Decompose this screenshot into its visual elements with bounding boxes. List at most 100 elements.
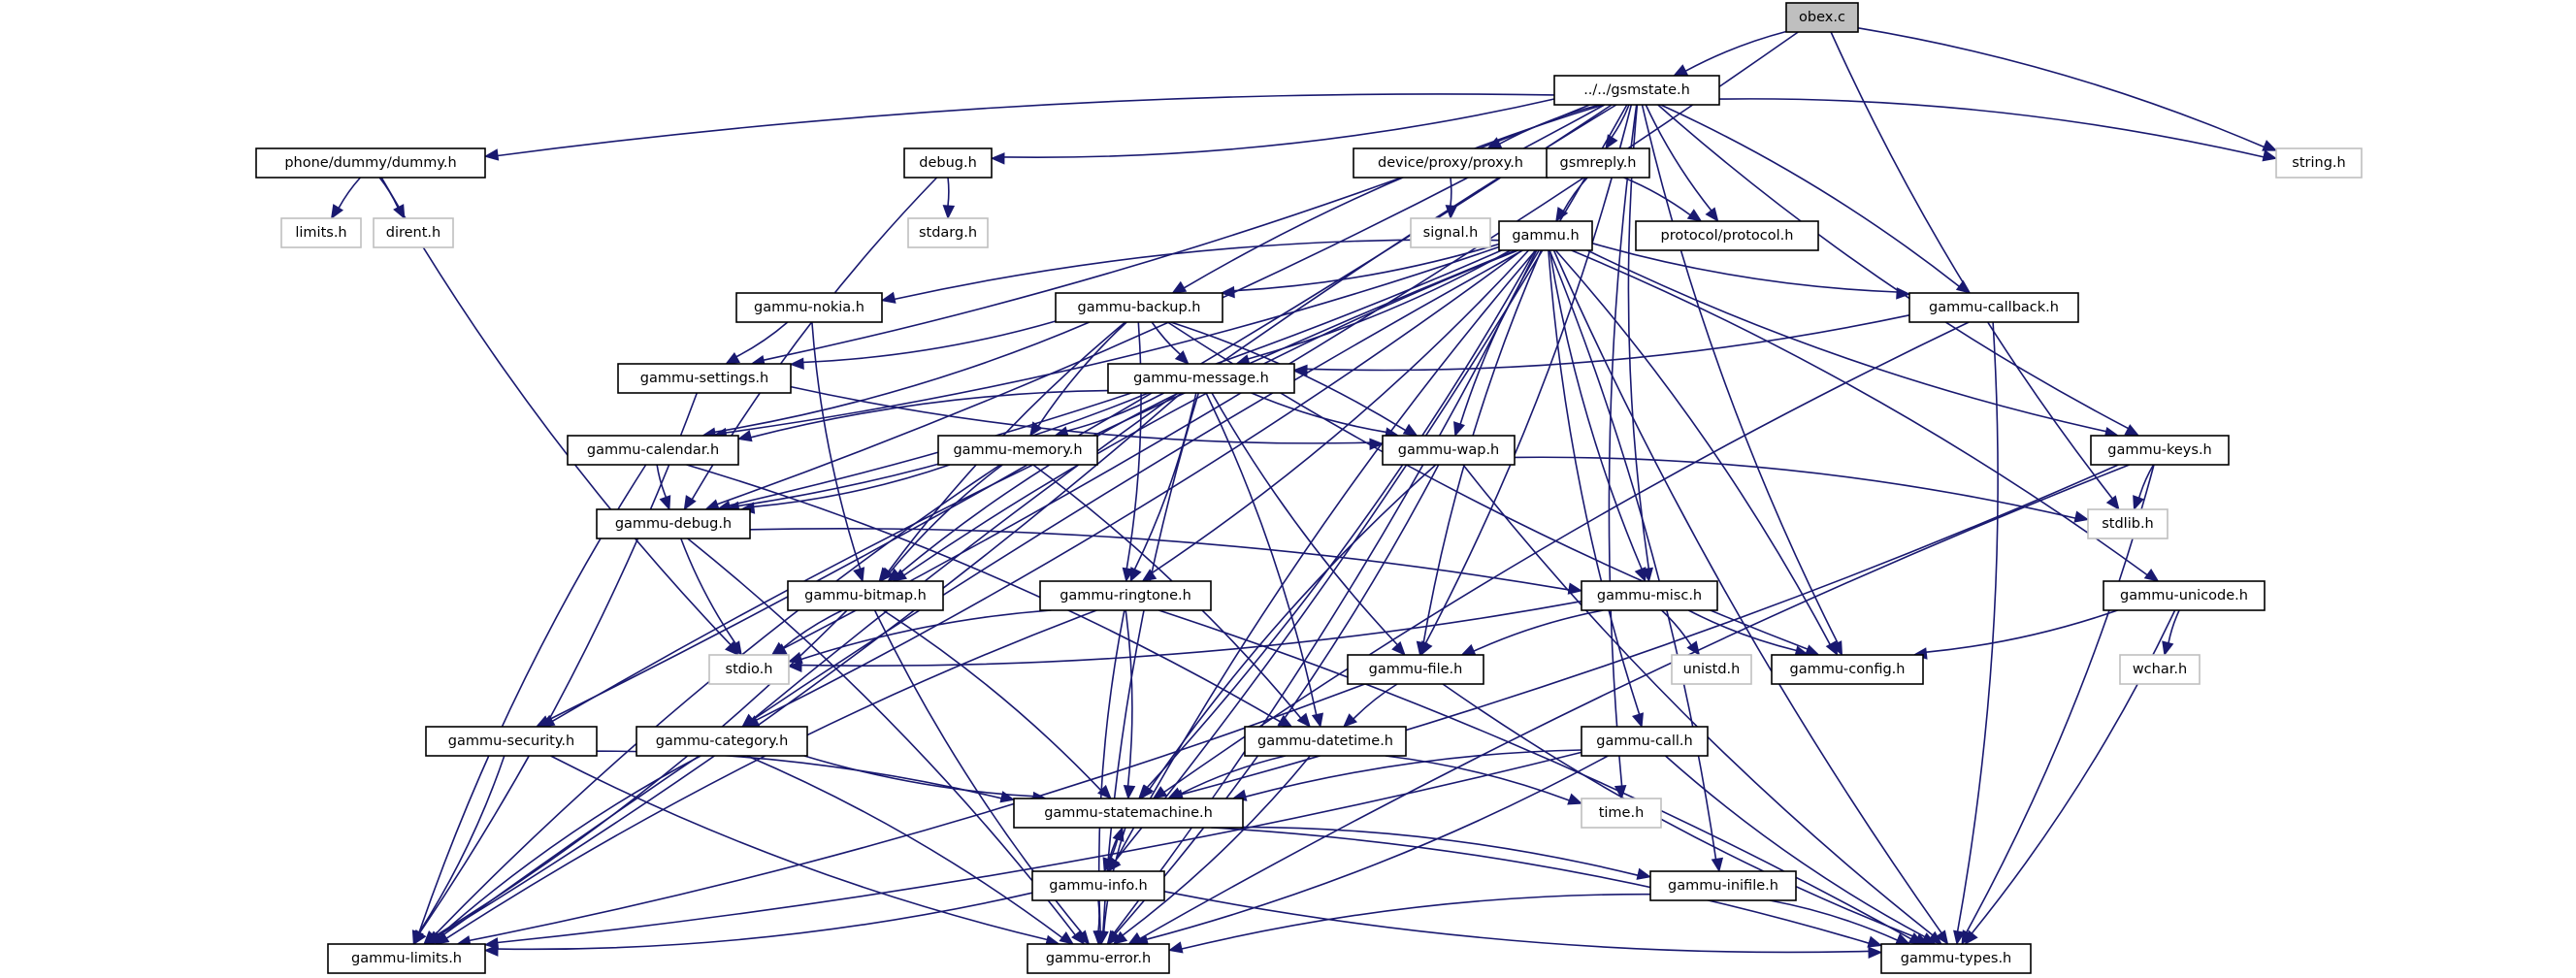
- edge-line: [1114, 104, 1628, 862]
- edge-call-to-types: [1664, 755, 1937, 945]
- edge-arrowhead: [1445, 205, 1458, 220]
- edge-category-to-error: [746, 755, 1075, 945]
- edge-arrowhead: [2262, 149, 2278, 162]
- edge-line: [1462, 464, 1934, 936]
- edge-arrowhead: [1953, 929, 1966, 946]
- node-label: gammu-settings.h: [640, 371, 768, 386]
- node-label: gammu-category.h: [656, 734, 789, 749]
- node-wap[interactable]: gammu-wap.h: [1382, 435, 1516, 466]
- edge-line: [1562, 177, 1588, 212]
- node-debug[interactable]: debug.h: [903, 147, 993, 179]
- edge-line: [1245, 749, 1582, 798]
- edge-gammu-to-unicode: [1571, 249, 2160, 582]
- edge-line: [1552, 249, 1942, 934]
- node-calendar[interactable]: gammu-calendar.h: [567, 435, 739, 466]
- edge-arrowhead: [483, 944, 499, 957]
- node-file[interactable]: gammu-file.h: [1347, 654, 1484, 685]
- edge-proxy-to-signal: [1445, 177, 1458, 220]
- node-security[interactable]: gammu-security.h: [425, 726, 598, 757]
- node-obex[interactable]: obex.c: [1785, 2, 1859, 33]
- node-box: [1649, 870, 1797, 901]
- node-statemachine[interactable]: gammu-statemachine.h: [1013, 798, 1244, 829]
- edge-misc-to-config: [1687, 609, 1810, 658]
- edge-arrowhead: [1453, 421, 1465, 438]
- node-datetime[interactable]: gammu-datetime.h: [1244, 726, 1407, 757]
- edge-line: [1769, 899, 1898, 941]
- node-unistd: unistd.h: [1671, 654, 1752, 685]
- edge-line: [802, 320, 1057, 364]
- edge-call-to-error: [1133, 755, 1609, 947]
- node-config[interactable]: gammu-config.h: [1771, 654, 1924, 685]
- edge-line: [550, 755, 1048, 941]
- edge-arrowhead: [1567, 793, 1583, 805]
- node-dummy[interactable]: phone/dummy/dummy.h: [255, 147, 486, 179]
- edge-arrowhead: [2162, 640, 2174, 657]
- edge-line: [1664, 755, 1926, 938]
- edge-gammu-to-inifile: [1549, 249, 1724, 873]
- node-category[interactable]: gammu-category.h: [636, 726, 808, 757]
- node-types[interactable]: gammu-types.h: [1880, 943, 2032, 974]
- node-unicode[interactable]: gammu-unicode.h: [2103, 580, 2266, 611]
- edge-keys-to-stdlib: [2133, 464, 2155, 511]
- node-box: [735, 292, 883, 323]
- edge-line: [750, 389, 1109, 439]
- node-settings[interactable]: gammu-settings.h: [617, 363, 792, 394]
- node-message[interactable]: gammu-message.h: [1107, 363, 1295, 394]
- node-label: device/proxy/proxy.h: [1378, 155, 1523, 171]
- node-nokia[interactable]: gammu-nokia.h: [735, 292, 883, 323]
- edge-arrowhead: [1896, 287, 1911, 300]
- edge-callback-to-message: [1292, 314, 1910, 377]
- edge-arrowhead: [1402, 423, 1418, 437]
- node-gsmstate[interactable]: ../../gsmstate.h: [1553, 75, 1720, 106]
- node-call[interactable]: gammu-call.h: [1581, 726, 1709, 757]
- node-backup[interactable]: gammu-backup.h: [1055, 292, 1223, 323]
- node-box: [1671, 654, 1752, 685]
- edge-gdebug-to-misc: [749, 528, 1583, 595]
- node-proxy[interactable]: device/proxy/proxy.h: [1353, 147, 1549, 179]
- edge-gsmstate-to-keys: [1657, 104, 2140, 437]
- node-label: signal.h: [1423, 225, 1479, 241]
- node-gsmreply[interactable]: gsmreply.h: [1546, 147, 1650, 179]
- edge-arrowhead: [1369, 438, 1385, 450]
- node-error[interactable]: gammu-error.h: [1027, 943, 1170, 974]
- node-info[interactable]: gammu-info.h: [1031, 870, 1165, 901]
- edge-arrowhead: [1868, 946, 1883, 959]
- node-inifile[interactable]: gammu-inifile.h: [1649, 870, 1797, 901]
- node-protocol[interactable]: protocol/protocol.h: [1635, 220, 1819, 251]
- edge-line: [1125, 321, 1142, 570]
- edge-line: [1549, 249, 1717, 860]
- edge-arrowhead: [1895, 932, 1911, 945]
- node-keys[interactable]: gammu-keys.h: [2090, 435, 2230, 466]
- edge-arrowhead: [2143, 568, 2160, 582]
- edge-line: [790, 385, 1371, 444]
- edge-line: [1003, 98, 1555, 158]
- node-memory[interactable]: gammu-memory.h: [937, 435, 1098, 466]
- node-ringtone[interactable]: gammu-ringtone.h: [1039, 580, 1212, 611]
- edge-arrowhead: [1112, 930, 1128, 945]
- node-label: debug.h: [919, 155, 977, 171]
- edge-line: [338, 177, 361, 209]
- edge-line: [1114, 249, 1537, 862]
- edge-arrowhead: [1955, 279, 1972, 294]
- edge-arrowhead: [483, 148, 500, 161]
- edge-unicode-to-wchar: [2162, 609, 2180, 657]
- edge-arrowhead: [1059, 930, 1075, 945]
- node-callback[interactable]: gammu-callback.h: [1908, 292, 2079, 323]
- node-box: [617, 363, 792, 394]
- node-box: [1785, 2, 1859, 33]
- edge-line: [1657, 104, 2129, 430]
- edge-line: [783, 31, 1799, 649]
- node-glimits[interactable]: gammu-limits.h: [327, 943, 486, 974]
- edge-message-to-calendar: [736, 389, 1109, 442]
- node-gammu[interactable]: gammu.h: [1498, 220, 1593, 251]
- node-bitmap[interactable]: gammu-bitmap.h: [787, 580, 944, 611]
- node-box: [1027, 943, 1170, 974]
- node-box: [787, 580, 944, 611]
- node-gdebug[interactable]: gammu-debug.h: [596, 508, 751, 539]
- edge-line: [546, 104, 1613, 722]
- node-label: stdarg.h: [919, 225, 977, 241]
- node-misc[interactable]: gammu-misc.h: [1581, 580, 1718, 611]
- edge-line: [1684, 30, 1787, 72]
- edge-line: [440, 249, 1523, 938]
